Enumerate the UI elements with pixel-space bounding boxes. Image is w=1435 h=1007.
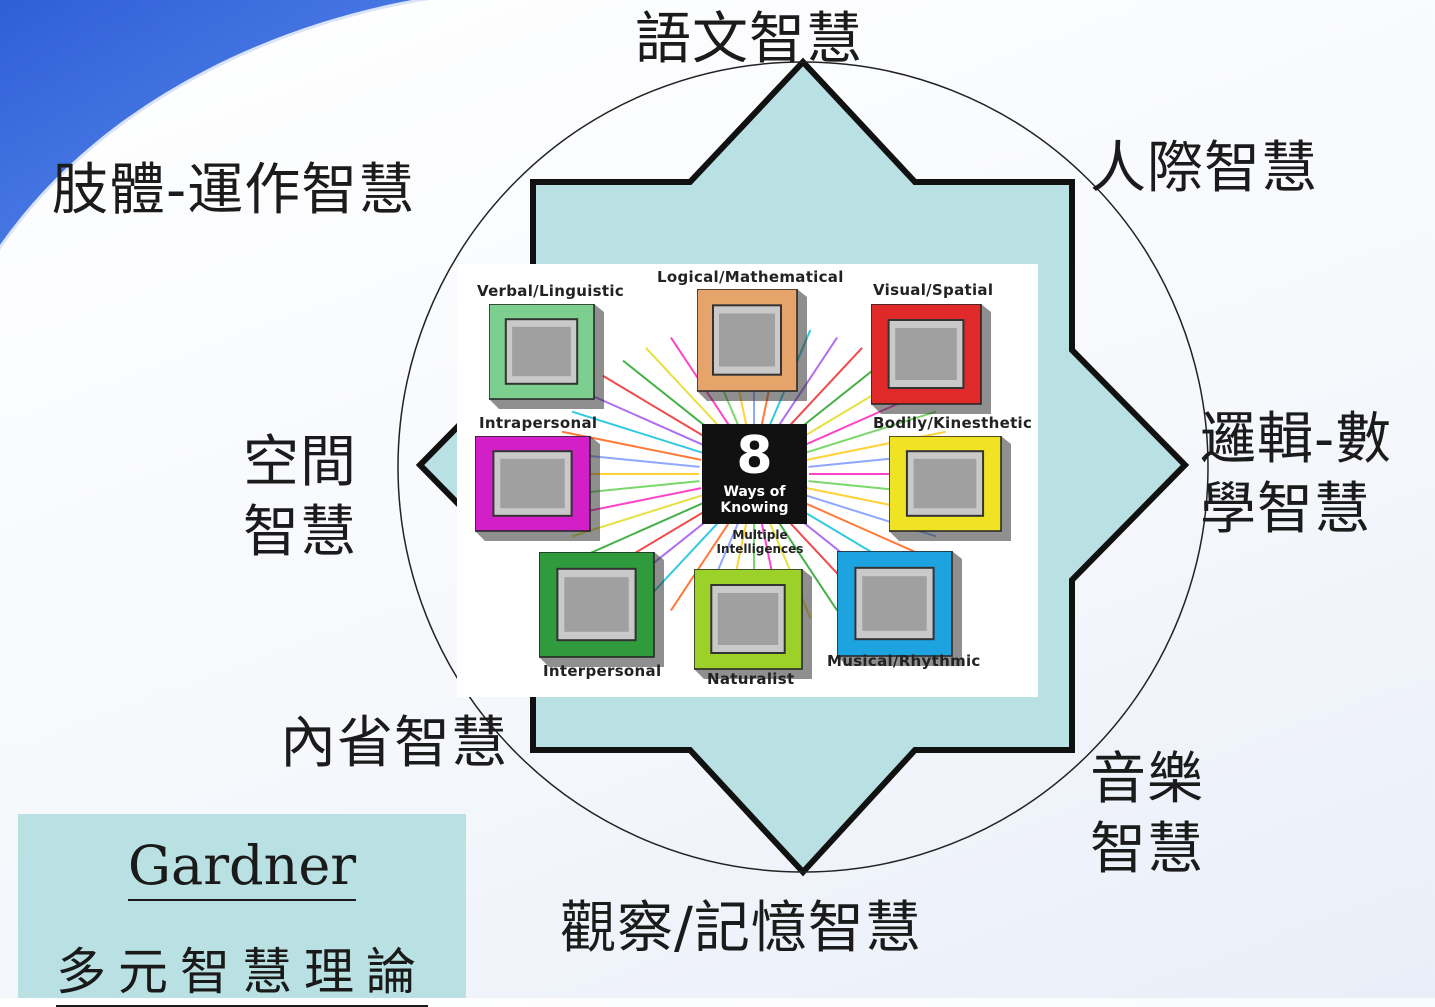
ray-line [799, 500, 923, 557]
center-caption-line2: Intelligences [716, 542, 804, 556]
corner-swoosh [0, 0, 430, 252]
sun-icon [474, 435, 600, 541]
calculator-icon [696, 288, 807, 401]
ray-line [803, 410, 937, 455]
center-line1: Ways of [723, 484, 786, 500]
ray-line [670, 518, 732, 611]
ray-line [571, 410, 705, 455]
music-note-icon [836, 550, 962, 666]
arm-icon [888, 435, 1011, 541]
label-naturalist: 觀察/記憶智慧 [560, 896, 922, 961]
center-line2: Knowing [720, 500, 789, 516]
box-caption: Musical/Rhythmic [827, 652, 981, 670]
box-caption: Bodily/Kinesthetic [873, 414, 1033, 432]
title-box: Gardner 多元智慧理論 [18, 814, 466, 1007]
handshake-icon [538, 551, 664, 667]
label-bodily: 肢體-運作智慧 [52, 158, 416, 223]
book-icon [488, 303, 604, 409]
ray-line [789, 359, 886, 437]
box-caption: Naturalist [707, 670, 795, 688]
ray-line [585, 500, 709, 557]
center-badge: 8 Ways of Knowing [702, 424, 807, 524]
intelligence-box [696, 288, 807, 401]
title-subtitle-text: 多元智慧理論 [56, 943, 428, 1007]
intelligence-box [693, 568, 812, 679]
intelligence-box [836, 550, 962, 666]
eye-icon [870, 303, 991, 414]
ray-line [622, 359, 719, 437]
label-intrapersonal: 內省智慧 [280, 711, 508, 776]
intelligence-box [870, 303, 991, 414]
box-caption: Visual/Spatial [873, 281, 994, 299]
intelligence-box [474, 435, 600, 541]
ray-line [585, 391, 709, 448]
label-logical: 邏輯-數學智慧 [1200, 407, 1393, 542]
label-spatial: 空間智慧 [243, 430, 357, 565]
title-name: Gardner [18, 834, 466, 901]
label-linguistic: 語文智慧 [635, 7, 863, 72]
center-number: 8 [736, 426, 773, 486]
ray-line [602, 374, 713, 443]
ray-line [645, 347, 725, 433]
plant-icon [693, 568, 812, 679]
title-subtitle: 多元智慧理論 [18, 932, 466, 1007]
label-musical: 音樂智慧 [1090, 747, 1204, 882]
ray-line [783, 347, 863, 433]
box-caption: Intrapersonal [479, 414, 598, 432]
outer-circle [397, 61, 1209, 873]
intelligence-box [888, 435, 1011, 541]
box-caption: Interpersonal [543, 662, 662, 680]
center-caption-line1: Multiple [732, 528, 788, 542]
label-interpersonal: 人際智慧 [1090, 136, 1318, 201]
intelligence-box [538, 551, 664, 667]
box-caption: Logical/Mathematical [657, 268, 844, 286]
title-name-text: Gardner [127, 834, 357, 901]
center-caption: Multiple Intelligences [705, 528, 815, 556]
ray-line [776, 518, 838, 611]
box-caption: Verbal/Linguistic [477, 282, 625, 300]
intelligence-box [488, 303, 604, 409]
